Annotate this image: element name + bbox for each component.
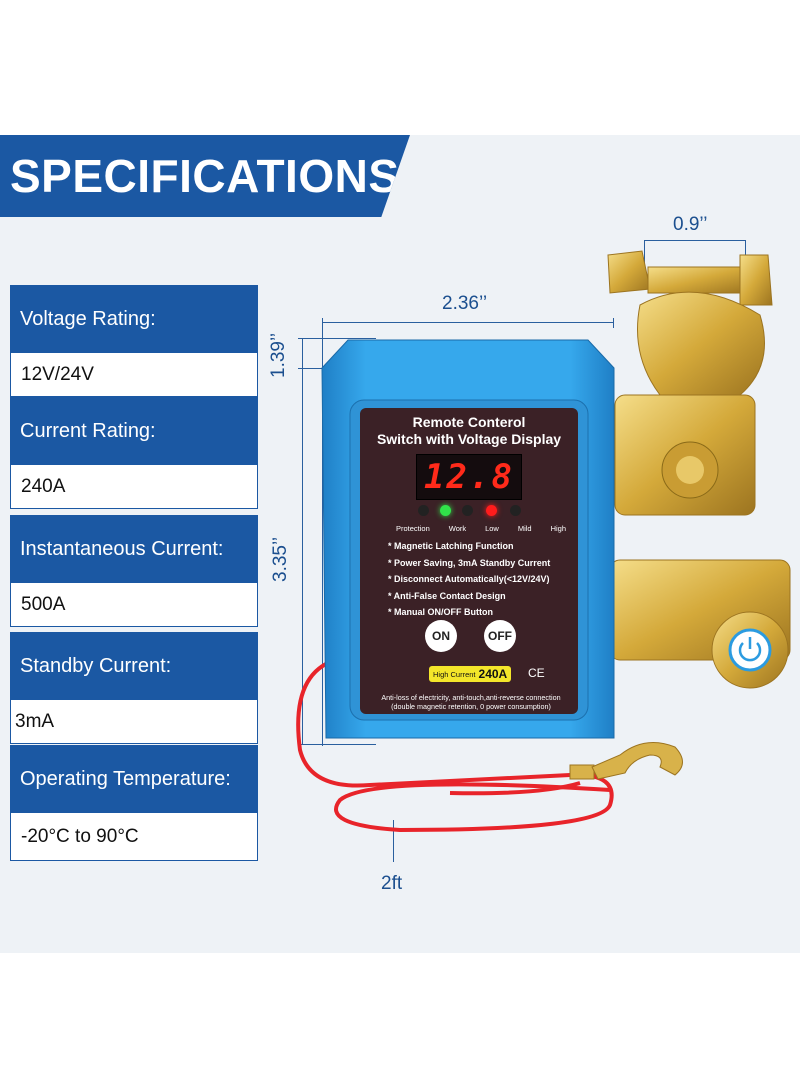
indicator-label: Work: [448, 524, 467, 533]
spec-value: 240A: [10, 465, 258, 509]
device-footer-line1: Anti-loss of electricity, anti-touch,ant…: [381, 693, 561, 702]
feature-item: * Disconnect Automatically(<12V/24V): [388, 574, 550, 584]
badge-prefix: High Current: [433, 669, 476, 679]
feature-item: * Magnetic Latching Function: [388, 541, 514, 551]
spec-standby-current: Standby Current: 3mA: [10, 632, 258, 744]
off-button[interactable]: OFF: [484, 620, 516, 652]
badge-value: 240A: [478, 667, 508, 681]
spec-voltage-rating: Voltage Rating: 12V/24V: [10, 285, 258, 397]
height-dimension-line: [302, 338, 303, 744]
width-dimension-tick: [613, 318, 614, 328]
indicator-label: High: [550, 524, 566, 533]
device-title-line2: Switch with Voltage Display: [376, 431, 562, 447]
terminal-dimension-line: [644, 240, 746, 241]
device-footer-line2: (double magnetic retention, 0 power cons…: [391, 702, 551, 711]
cable-length-label: 2ft: [381, 873, 403, 894]
led-low: [462, 505, 473, 516]
spec-label: Operating Temperature:: [10, 745, 258, 813]
led-high: [510, 505, 521, 516]
device-footer: Anti-loss of electricity, anti-touch,ant…: [368, 693, 574, 711]
spec-value: -20°C to 90°C: [10, 813, 258, 861]
device-title: Remote Conterol Switch with Voltage Disp…: [360, 414, 578, 448]
spec-label: Current Rating:: [10, 397, 258, 465]
voltage-display-readout: 12.8: [424, 457, 514, 497]
full-height-label: 3.35’’: [270, 536, 291, 582]
spec-value: 3mA: [10, 700, 258, 744]
device-title-line1: Remote Conterol: [412, 414, 526, 430]
width-dimension-line: [322, 322, 614, 323]
spec-label: Standby Current:: [10, 632, 258, 700]
height-extension-line: [322, 318, 323, 746]
terminal-dimension-label: 0.9’’: [673, 214, 708, 235]
on-button[interactable]: ON: [425, 620, 457, 652]
spec-label: Voltage Rating:: [10, 285, 258, 353]
spec-value: 500A: [10, 583, 258, 627]
indicator-labels: Protection Work Low Mild High: [396, 524, 566, 533]
spec-instantaneous-current: Instantaneous Current: 500A: [10, 515, 258, 627]
feature-item: * Power Saving, 3mA Standby Current: [388, 557, 551, 568]
led-work: [440, 505, 451, 516]
led-mild: [486, 505, 497, 516]
cable-dimension-line: [393, 820, 394, 862]
terminal-dimension-tick: [644, 240, 645, 268]
battery-terminal-clamp: [607, 250, 791, 689]
spec-operating-temperature: Operating Temperature: -20°C to 90°C: [10, 745, 258, 861]
indicator-leds: [396, 505, 562, 519]
high-current-badge: High Current 240A: [429, 666, 512, 682]
width-dimension-label: 2.36’’: [442, 293, 488, 314]
led-protection: [418, 505, 429, 516]
top-height-label: 1.39’’: [268, 332, 289, 378]
top-dimension-line: [298, 338, 376, 339]
ce-mark: CE: [528, 666, 545, 680]
feature-list: * Magnetic Latching Function * Power Sav…: [388, 538, 568, 621]
voltage-display: 12.8: [416, 454, 522, 500]
spec-label: Instantaneous Current:: [10, 515, 258, 583]
red-control-wire: [296, 658, 683, 833]
terminal-dimension-tick: [745, 240, 746, 268]
feature-item: * Manual ON/OFF Button: [388, 607, 493, 617]
specifications-banner: SPECIFICATIONS: [0, 135, 410, 217]
bottom-dimension-line: [298, 744, 376, 745]
indicator-label: Protection: [396, 524, 430, 533]
spec-value: 12V/24V: [10, 353, 258, 397]
remote-switch-device: [321, 339, 615, 739]
indicator-label: Low: [485, 524, 499, 533]
indicator-label: Mild: [517, 524, 532, 533]
spec-current-rating: Current Rating: 240A: [10, 397, 258, 509]
banner-title: SPECIFICATIONS: [10, 150, 400, 202]
feature-item: * Anti-False Contact Design: [388, 590, 506, 601]
